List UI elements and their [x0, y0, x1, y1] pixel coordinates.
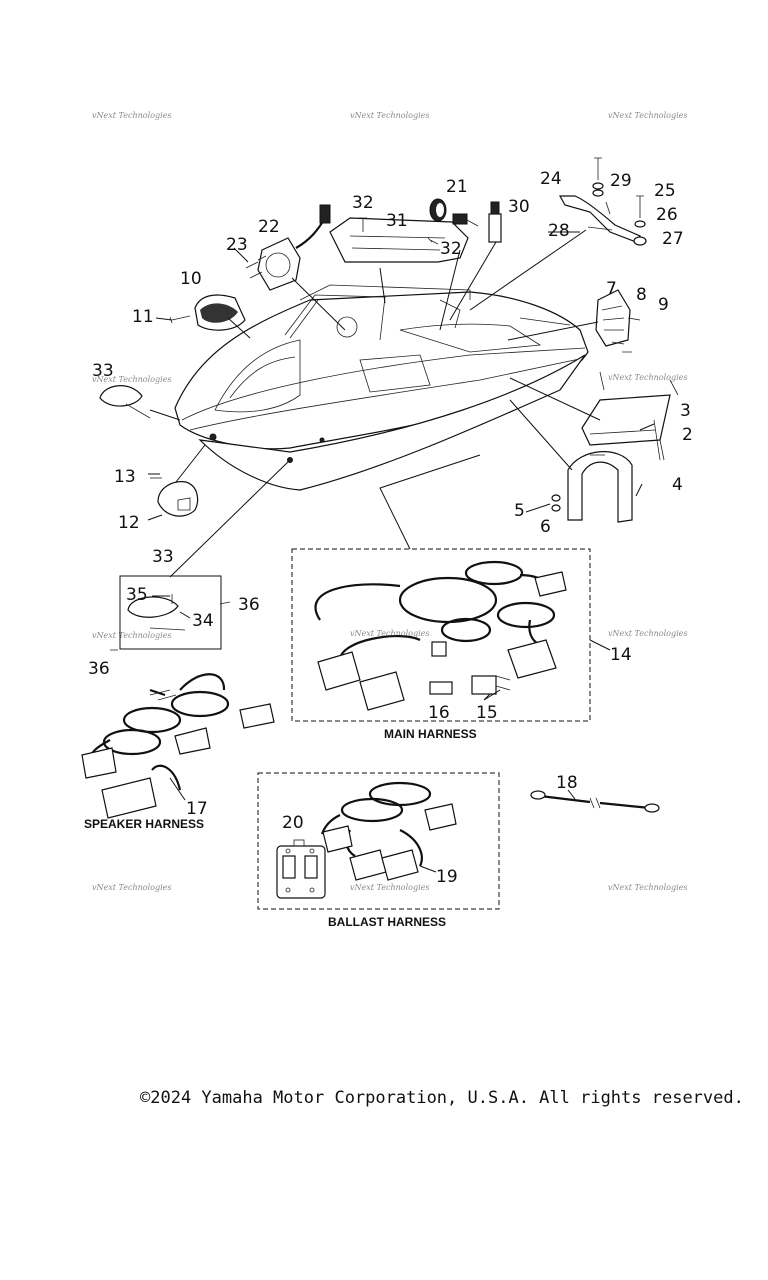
callout-numbers: 1 2 3 4 5 6 7 8 9 10 11 12 13 14 15 16 1…: [88, 169, 693, 887]
battery-cable-drawing: [530, 789, 660, 813]
watermark: vNext Technologies: [608, 373, 687, 382]
watermark: vNext Technologies: [92, 631, 171, 640]
right-components: [507, 289, 679, 461]
speaker-harness-label: SPEAKER HARNESS: [84, 817, 204, 831]
callout-7: 7: [606, 279, 617, 299]
callout-6: 6: [540, 517, 551, 537]
callout-25: 25: [654, 181, 676, 201]
callout-19: 19: [436, 867, 458, 887]
watermark: vNext Technologies: [350, 883, 429, 892]
watermark: vNext Technologies: [608, 629, 687, 638]
callout-11: 11: [132, 307, 154, 327]
watermark: vNext Technologies: [608, 111, 687, 120]
watermark: vNext Technologies: [92, 375, 171, 384]
watermark: vNext Technologies: [92, 883, 171, 892]
callout-8: 8: [636, 285, 647, 305]
copyright-notice: ©2024 Yamaha Motor Corporation, U.S.A. A…: [140, 1088, 744, 1108]
callout-14: 14: [610, 645, 632, 665]
watermark: vNext Technologies: [92, 111, 171, 120]
callout-2: 2: [682, 425, 693, 445]
callout-20: 20: [282, 813, 304, 833]
bracket-assembly: [469, 157, 647, 311]
callout-3: 3: [680, 401, 691, 421]
callout-36a: 36: [238, 595, 260, 615]
boat-hull-drawing: [174, 284, 589, 491]
callout-28: 28: [548, 221, 570, 241]
watermark: vNext Technologies: [350, 111, 429, 120]
callout-18: 18: [556, 773, 578, 793]
callout-12: 12: [118, 513, 140, 533]
callout-26: 26: [656, 205, 678, 225]
callout-leaders: [147, 231, 655, 701]
callout-27: 27: [662, 229, 684, 249]
ballast-harness-drawing: BALLAST HARNESS: [257, 772, 500, 929]
callout-13: 13: [114, 467, 136, 487]
callout-32a: 32: [352, 193, 374, 213]
lower-bracket: [509, 399, 633, 523]
callout-34: 34: [192, 611, 214, 631]
callout-30: 30: [508, 197, 530, 217]
callout-36b: 36: [88, 659, 110, 679]
left-components: [99, 385, 291, 651]
callout-22: 22: [258, 217, 280, 237]
callout-31: 31: [386, 211, 408, 231]
callout-35: 35: [126, 585, 148, 605]
callout-5: 5: [514, 501, 525, 521]
main-harness-label: MAIN HARNESS: [384, 727, 477, 741]
speaker-harness-drawing: SPEAKER HARNESS: [81, 673, 275, 831]
callout-23: 23: [226, 235, 248, 255]
watermarks: vNext Technologies vNext Technologies vN…: [92, 111, 687, 892]
callout-29: 29: [610, 171, 632, 191]
watermark: vNext Technologies: [608, 883, 687, 892]
callout-24: 24: [540, 169, 562, 189]
callout-33a: 33: [92, 361, 114, 381]
callout-33b: 33: [152, 547, 174, 567]
callout-9: 9: [658, 295, 669, 315]
watermark: vNext Technologies: [350, 629, 429, 638]
callout-10: 10: [180, 269, 202, 289]
main-harness-drawing: MAIN HARNESS: [291, 454, 611, 741]
upper-components: [169, 198, 502, 339]
callout-15: 15: [476, 703, 498, 723]
callout-17: 17: [186, 799, 208, 819]
ballast-harness-label: BALLAST HARNESS: [328, 915, 446, 929]
callout-32b: 32: [440, 239, 462, 259]
callout-16: 16: [428, 703, 450, 723]
callout-21: 21: [446, 177, 468, 197]
callout-4: 4: [672, 475, 683, 495]
